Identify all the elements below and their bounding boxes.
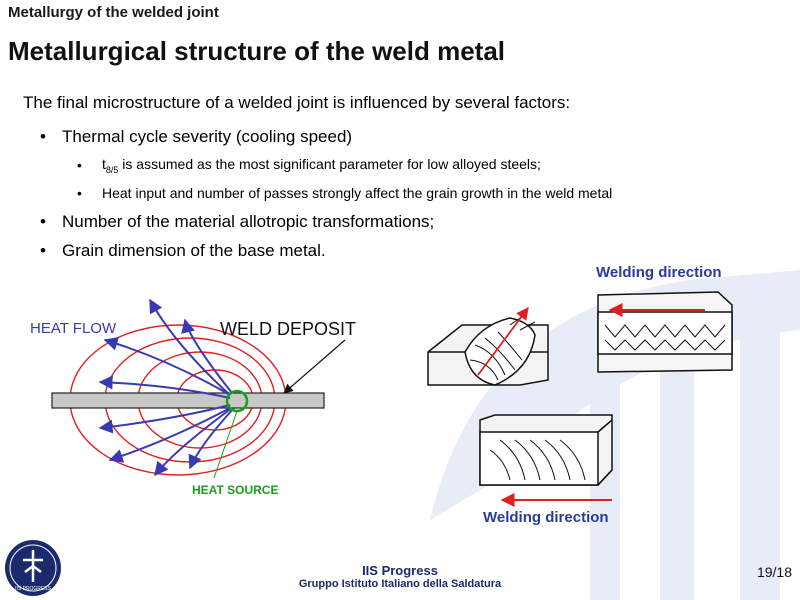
bullet-marker: • [40, 211, 46, 231]
heat-source-pointer [213, 410, 238, 479]
bullet-item: • Thermal cycle severity (cooling speed) [40, 122, 780, 151]
weld-diagram: HEAT FLOW WELD DEPOSIT HEAT SOURCE Weldi… [30, 264, 733, 526]
bullet-text: Number of the material allotropic transf… [62, 211, 435, 231]
welding-direction-label-bottom: Welding direction [483, 509, 609, 526]
longitudinal-section [597, 291, 733, 373]
logo-text: IIS PROGRESS [15, 586, 52, 592]
heat-flow-diagram: HEAT FLOW WELD DEPOSIT HEAT SOURCE [30, 298, 356, 497]
page-number: 19/18 [756, 564, 792, 580]
bullet-marker: • [77, 185, 82, 201]
heat-source-label: HEAT SOURCE [192, 483, 278, 497]
weld-direction-arrow [477, 306, 529, 376]
footer-org: IIS Progress [362, 563, 438, 578]
sub-bullet-text: t8/5 is assumed as the most significant … [102, 156, 541, 175]
section-header: Metallurgy of the welded joint [8, 4, 219, 21]
footer-group: Gruppo Istituto Italiano della Saldatura [298, 578, 502, 590]
grain-block [479, 414, 613, 486]
intro-text: The final microstructure of a welded joi… [23, 93, 571, 112]
weld-deposit-label: WELD DEPOSIT [220, 319, 356, 339]
t-subscript: 8/5 [105, 164, 119, 175]
welding-direction-label-top: Welding direction [596, 264, 722, 281]
bullet-item: • Number of the material allotropic tran… [40, 207, 780, 236]
bullet-marker: • [40, 126, 46, 146]
bullet-item: • Grain dimension of the base metal. [40, 236, 780, 265]
bullet-text: Grain dimension of the base metal. [62, 240, 326, 260]
t-symbol: t [102, 155, 106, 172]
heat-flow-arrows [98, 298, 235, 477]
sub-bullet-text: Heat input and number of passes strongly… [102, 185, 613, 201]
slide-title: Metallurgical structure of the weld meta… [8, 36, 505, 66]
heat-flow-label: HEAT FLOW [30, 320, 117, 337]
bullet-text: Thermal cycle severity (cooling speed) [62, 126, 353, 146]
sub-bullet-rest: is assumed as the most significant param… [118, 155, 541, 172]
sub-bullet-item: • t8/5 is assumed as the most significan… [40, 151, 780, 179]
iis-progress-logo: IIS PROGRESS [5, 540, 61, 596]
bullet-marker: • [77, 157, 82, 173]
bullet-marker: • [40, 240, 46, 260]
weld-deposit-pointer [283, 339, 346, 394]
weld-bead-block [427, 317, 549, 386]
sub-bullet-item: • Heat input and number of passes strong… [40, 179, 780, 207]
plate-cross-section [51, 392, 325, 409]
bullet-list: • Thermal cycle severity (cooling speed)… [40, 122, 780, 265]
